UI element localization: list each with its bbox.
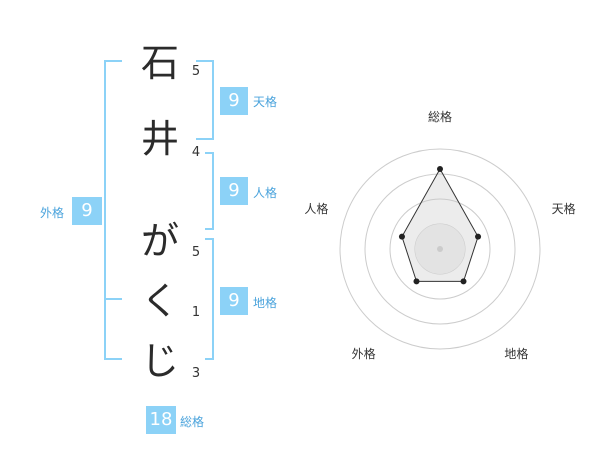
gaikaku-label: 外格 [40, 206, 65, 220]
radar-ring-2 [389, 198, 491, 300]
radar-axis-label-5: 人格 [304, 201, 328, 216]
radar-axis-label-2: 天格 [552, 201, 576, 216]
stroke-count-1: 5 [191, 64, 201, 79]
radar-ring-4 [339, 148, 541, 350]
radar-axis-label-1: 総格 [428, 109, 452, 124]
stroke-count-5: 3 [191, 366, 201, 381]
name-char-4: く [140, 279, 179, 323]
radar-point-2 [475, 233, 482, 240]
stroke-count-3: 5 [191, 245, 201, 260]
tenkaku-value: 9 [220, 87, 248, 115]
name-char-1: 石 [140, 41, 179, 85]
gaikaku-value: 9 [72, 197, 102, 225]
soukaku-value: 18 [146, 406, 176, 434]
radar-axis-label-3: 地格 [504, 346, 528, 361]
jinkaku-value: 9 [220, 177, 248, 205]
stroke-count-4: 1 [191, 305, 201, 320]
name-char-3: が [140, 219, 179, 263]
radar-series-polygon [401, 167, 479, 282]
radar-axis-label-4: 外格 [352, 346, 376, 361]
name-char-5: じ [140, 339, 179, 383]
name-char-2: 井 [140, 117, 179, 161]
jinkaku-label: 人格 [253, 186, 278, 200]
radar-point-5 [398, 233, 405, 240]
soukaku-label: 総格 [180, 415, 205, 429]
chikaku-value: 9 [220, 287, 248, 315]
chikaku-label: 地格 [253, 296, 278, 310]
radar-center-dot [437, 246, 443, 252]
radar-point-1 [437, 166, 443, 172]
tenkaku-label: 天格 [253, 95, 278, 109]
radar-ring-3 [364, 173, 516, 325]
stroke-count-2: 4 [191, 145, 201, 160]
radar-point-3 [460, 278, 467, 285]
radar-point-4 [413, 278, 420, 285]
